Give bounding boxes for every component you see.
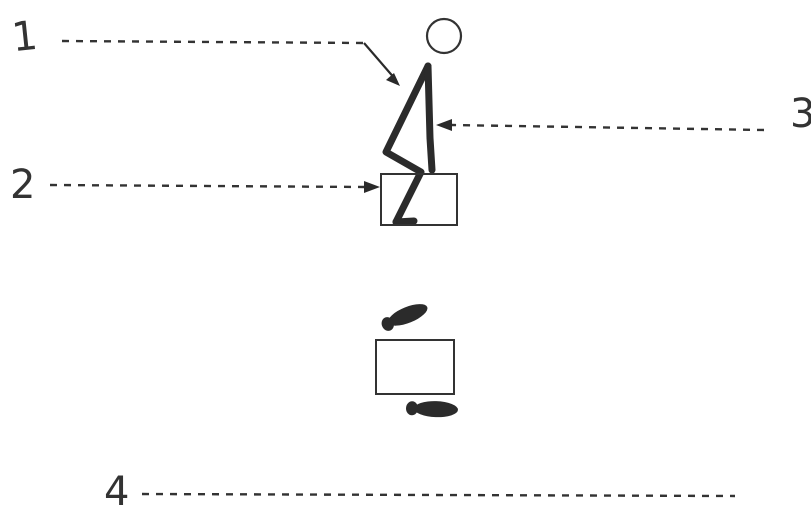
callout-2-leader xyxy=(49,183,367,189)
callout-3-label: 3 xyxy=(790,91,811,137)
callout-3-leader xyxy=(451,123,765,132)
seat-box-side xyxy=(380,173,458,226)
side-view-figure xyxy=(382,17,463,226)
callout-2-label: 2 xyxy=(10,162,35,208)
callout-1-arrowhead xyxy=(386,73,400,86)
figure-head xyxy=(425,17,463,55)
figure-body xyxy=(382,62,432,226)
callout-1: 1 xyxy=(10,13,400,86)
figure-back xyxy=(424,62,436,174)
callout-1-label: 1 xyxy=(10,13,40,61)
callout-2-arrowhead xyxy=(364,181,380,193)
footprint-top xyxy=(381,304,428,331)
callout-2: 2 xyxy=(10,162,380,208)
seat-box-top xyxy=(375,339,455,395)
callout-4-leader xyxy=(141,492,736,498)
callout-1-arrow xyxy=(363,42,397,81)
callout-1-leader xyxy=(61,39,365,45)
callout-3-arrowhead xyxy=(436,119,452,131)
figure-foot xyxy=(392,217,418,226)
footprint-bottom xyxy=(406,401,458,418)
callout-4-label: 4 xyxy=(104,469,129,506)
callout-3: 3 xyxy=(436,91,811,137)
callout-4: 4 xyxy=(104,469,736,506)
